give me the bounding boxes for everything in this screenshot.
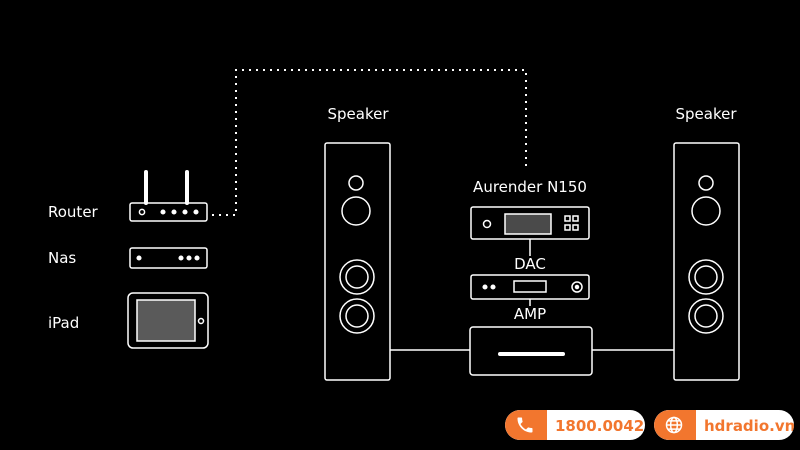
nas-icon [129, 247, 208, 269]
network-link-dotted [212, 69, 527, 216]
left-speaker-icon [324, 142, 391, 381]
router-icon [129, 170, 208, 222]
website-contact-button[interactable]: hdradio.vn [654, 410, 794, 440]
phone-contact-button[interactable]: 1800.0042 [505, 410, 645, 440]
globe-icon [654, 410, 696, 440]
dac-label: DAC [514, 255, 546, 273]
aurender-n150-icon [470, 206, 590, 240]
router-label: Router [48, 203, 98, 221]
nas-label: Nas [48, 249, 77, 267]
right-speaker-icon [673, 142, 740, 381]
amp-label: AMP [513, 305, 547, 323]
phone-icon [505, 410, 547, 440]
right-speaker-label: Speaker [675, 105, 737, 123]
phone-number: 1800.0042 [555, 417, 645, 435]
website-url: hdradio.vn [704, 417, 794, 435]
amp-icon [469, 326, 593, 376]
ipad-label: iPad [48, 314, 80, 332]
left-speaker-label: Speaker [327, 105, 389, 123]
ipad-icon [127, 292, 209, 349]
streamer-label: Aurender N150 [473, 178, 587, 196]
dac-icon [470, 274, 590, 300]
